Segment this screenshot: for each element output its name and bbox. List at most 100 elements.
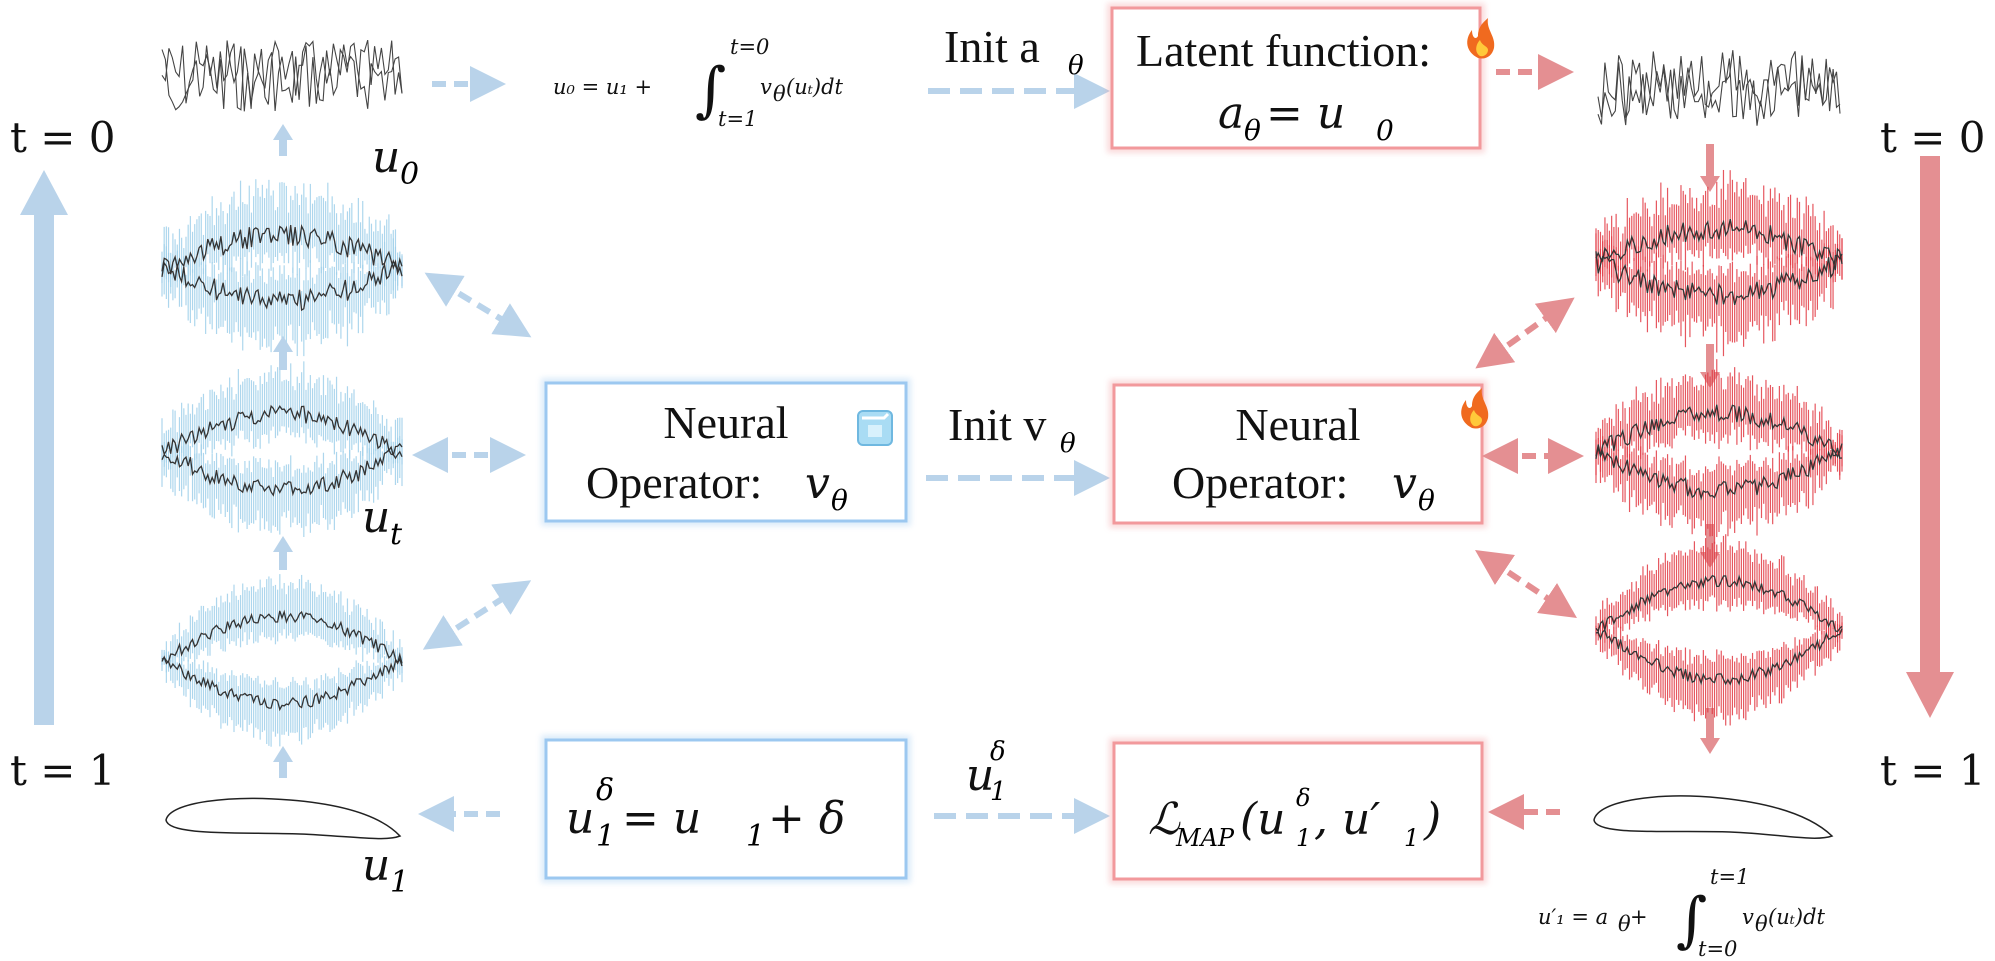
svg-text:): ): [1423, 794, 1441, 845]
svg-text:θ: θ: [831, 484, 848, 517]
u0-label: u 0: [372, 132, 419, 192]
red-intermediate-plot-3: [1595, 534, 1843, 726]
svg-text:Latent function:: Latent function:: [1136, 25, 1431, 76]
svg-text:(uₜ)dt: (uₜ)dt: [1768, 905, 1826, 929]
svg-text:= u: = u: [622, 793, 701, 844]
svg-text:θ: θ: [1418, 484, 1435, 517]
latent-noise-plot: [1597, 50, 1841, 126]
upper-curve: [161, 609, 403, 665]
svg-text:Operator:: Operator:: [586, 457, 762, 508]
u0-noise-plot: [161, 39, 403, 112]
svg-text:a: a: [1218, 88, 1244, 139]
svg-text:θ: θ: [1244, 114, 1261, 147]
reconstructed-airfoil-plot: [1593, 795, 1834, 839]
red-intermediate-plot-1: [1595, 169, 1843, 357]
left-t0-label: t = 0: [10, 113, 116, 162]
perturbation-box: u δ 1 = u 1 + δ: [541, 735, 911, 883]
arrow-red-diag-up: [1475, 297, 1575, 369]
up-arrow-2: [273, 336, 293, 370]
svg-text:(u: (u: [1240, 794, 1286, 845]
svg-text:t: t: [390, 517, 403, 552]
svg-text:ℒ: ℒ: [1148, 794, 1181, 845]
svg-text:+ δ: + δ: [768, 793, 845, 844]
integral-sign-bottom: ∫: [1676, 885, 1707, 955]
svg-text:u: u: [362, 492, 390, 543]
lower-curve: [161, 448, 403, 497]
left-curve-panels: [161, 39, 403, 840]
svg-text:u: u: [566, 793, 594, 844]
down-arrow-1: [1700, 144, 1720, 192]
svg-text:1: 1: [1404, 824, 1419, 852]
arrow-red-diag-down: [1475, 550, 1577, 618]
up-arrow-3: [273, 536, 293, 570]
arrow-blue-diag-up: [424, 272, 532, 338]
svg-text:Init a: Init a: [944, 21, 1040, 72]
map-loss-box: ℒ MAP (u δ 1 , u′ 1 ): [1109, 738, 1487, 884]
svg-text:t=1: t=1: [1710, 865, 1749, 889]
svg-text:Init v: Init v: [948, 399, 1046, 450]
svg-text:v: v: [1392, 458, 1417, 509]
svg-text:Operator:: Operator:: [1172, 457, 1348, 508]
svg-text:MAP: MAP: [1175, 824, 1235, 852]
svg-text:= u: = u: [1266, 88, 1345, 139]
lower-curve: [161, 256, 403, 312]
u-intermediate-plot-2: [161, 574, 403, 747]
svg-text:u: u: [966, 750, 994, 801]
right-t1-label: t = 1: [1880, 746, 1986, 795]
down-arrow-4: [1700, 708, 1720, 754]
svg-text:, u′: , u′: [1314, 794, 1380, 845]
noise-curve: [161, 39, 403, 112]
svg-text:δ: δ: [990, 737, 1006, 767]
svg-text:δ: δ: [596, 773, 614, 808]
svg-text:0: 0: [1376, 114, 1394, 147]
svg-text:t=1: t=1: [718, 107, 757, 131]
lower-curve: [1595, 443, 1843, 501]
integral-sign: ∫: [695, 55, 726, 125]
ice-cube-icon: [857, 410, 893, 446]
svg-text:(uₜ)dt: (uₜ)dt: [786, 75, 844, 99]
svg-text:0: 0: [400, 157, 419, 192]
red-intermediate-plot-2: [1595, 359, 1843, 544]
noise-curve: [1597, 52, 1841, 126]
svg-text:u₀ = u₁ +: u₀ = u₁ +: [553, 75, 652, 99]
svg-text:1: 1: [390, 865, 409, 900]
left-big-up-arrow: [20, 170, 68, 725]
right-big-down-arrow: [1906, 156, 1954, 718]
bottom-integral-formula: u′₁ = a θ + ∫ t=1 t=0 v θ (uₜ)dt: [1538, 865, 1826, 961]
right-t0-label: t = 0: [1880, 113, 1986, 162]
up-arrow-4: [273, 746, 293, 778]
arrow-blue-diag-down: [422, 580, 532, 650]
svg-text:v: v: [760, 75, 772, 99]
upper-curve: [161, 224, 403, 277]
svg-text:u: u: [362, 840, 390, 891]
svg-text:1: 1: [596, 819, 615, 854]
latent-function-box: Latent function: a θ = u 0: [1107, 3, 1495, 153]
lower-curve: [1595, 628, 1843, 686]
svg-text:θ: θ: [1755, 912, 1768, 936]
upper-curve: [1595, 404, 1843, 459]
lower-curve: [161, 655, 403, 712]
u1-label: u 1: [362, 840, 409, 900]
fire-icon: [1461, 388, 1489, 429]
lower-curve: [1595, 251, 1843, 306]
svg-text:u′₁ = a: u′₁ = a: [1538, 905, 1608, 929]
svg-text:θ: θ: [1068, 51, 1084, 81]
upper-curve: [1595, 574, 1843, 633]
fire-icon: [1467, 18, 1495, 59]
svg-text:Neural: Neural: [1235, 399, 1360, 450]
left-step-arrows: [273, 124, 293, 778]
svg-text:θ: θ: [1618, 912, 1631, 936]
ut-label: u t: [362, 492, 403, 552]
init-v-label: Init v θ: [948, 399, 1076, 459]
u-intermediate-plot-1: [161, 179, 403, 357]
noise-curve: [1597, 50, 1841, 126]
svg-text:Neural: Neural: [663, 397, 788, 448]
upper-curve: [1595, 218, 1843, 271]
right-timeline: t = 0 t = 1: [1880, 113, 1986, 795]
noise-curve: [161, 42, 403, 112]
svg-text:+: +: [1630, 905, 1648, 929]
svg-text:θ: θ: [773, 82, 786, 106]
u1-airfoil-plot: [165, 797, 402, 840]
svg-text:1: 1: [990, 777, 1007, 807]
left-t1-label: t = 1: [10, 746, 116, 795]
